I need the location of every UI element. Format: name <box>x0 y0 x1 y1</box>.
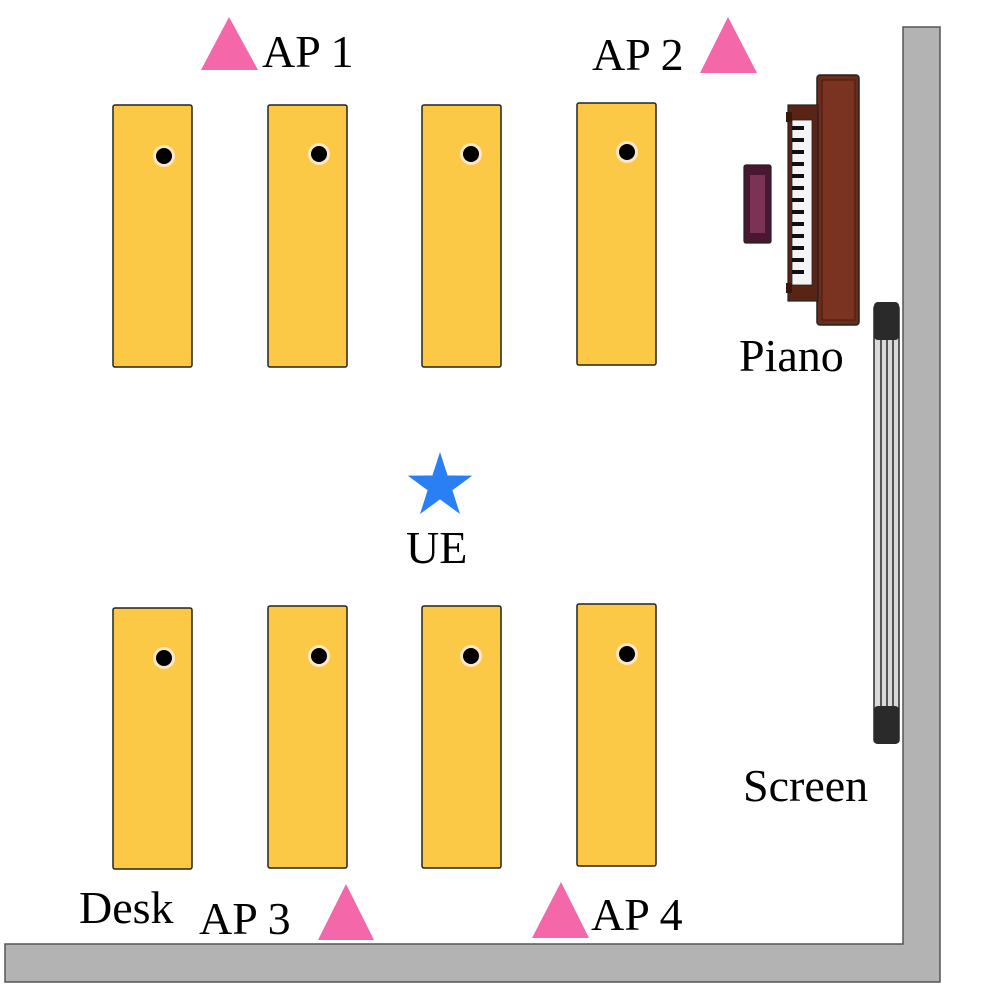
desk <box>112 607 193 870</box>
ap1-label: AP 1 <box>262 26 354 77</box>
desk <box>576 102 657 366</box>
wall <box>4 26 941 983</box>
screen-label: Screen <box>743 760 868 811</box>
triangle-icon <box>201 17 258 70</box>
desk-row-top <box>112 102 657 368</box>
screen-icon <box>873 302 900 744</box>
ap3-label: AP 3 <box>199 893 291 944</box>
desk-label: Desk <box>79 882 174 933</box>
desk <box>576 603 657 867</box>
triangle-icon <box>318 884 374 940</box>
desk <box>112 104 193 368</box>
ue-label: UE <box>406 522 467 573</box>
star-icon <box>407 452 473 514</box>
desk <box>421 605 502 869</box>
desk <box>267 104 348 368</box>
triangle-icon <box>532 882 589 938</box>
piano-bench-icon <box>743 164 772 244</box>
piano-icon <box>786 74 860 326</box>
desk-row-bottom <box>112 603 657 870</box>
triangle-icon <box>700 17 757 73</box>
ap2-label: AP 2 <box>592 29 684 80</box>
desk <box>267 605 348 869</box>
piano-label: Piano <box>739 330 844 381</box>
desk <box>421 104 502 368</box>
ap4-label: AP 4 <box>591 889 683 940</box>
